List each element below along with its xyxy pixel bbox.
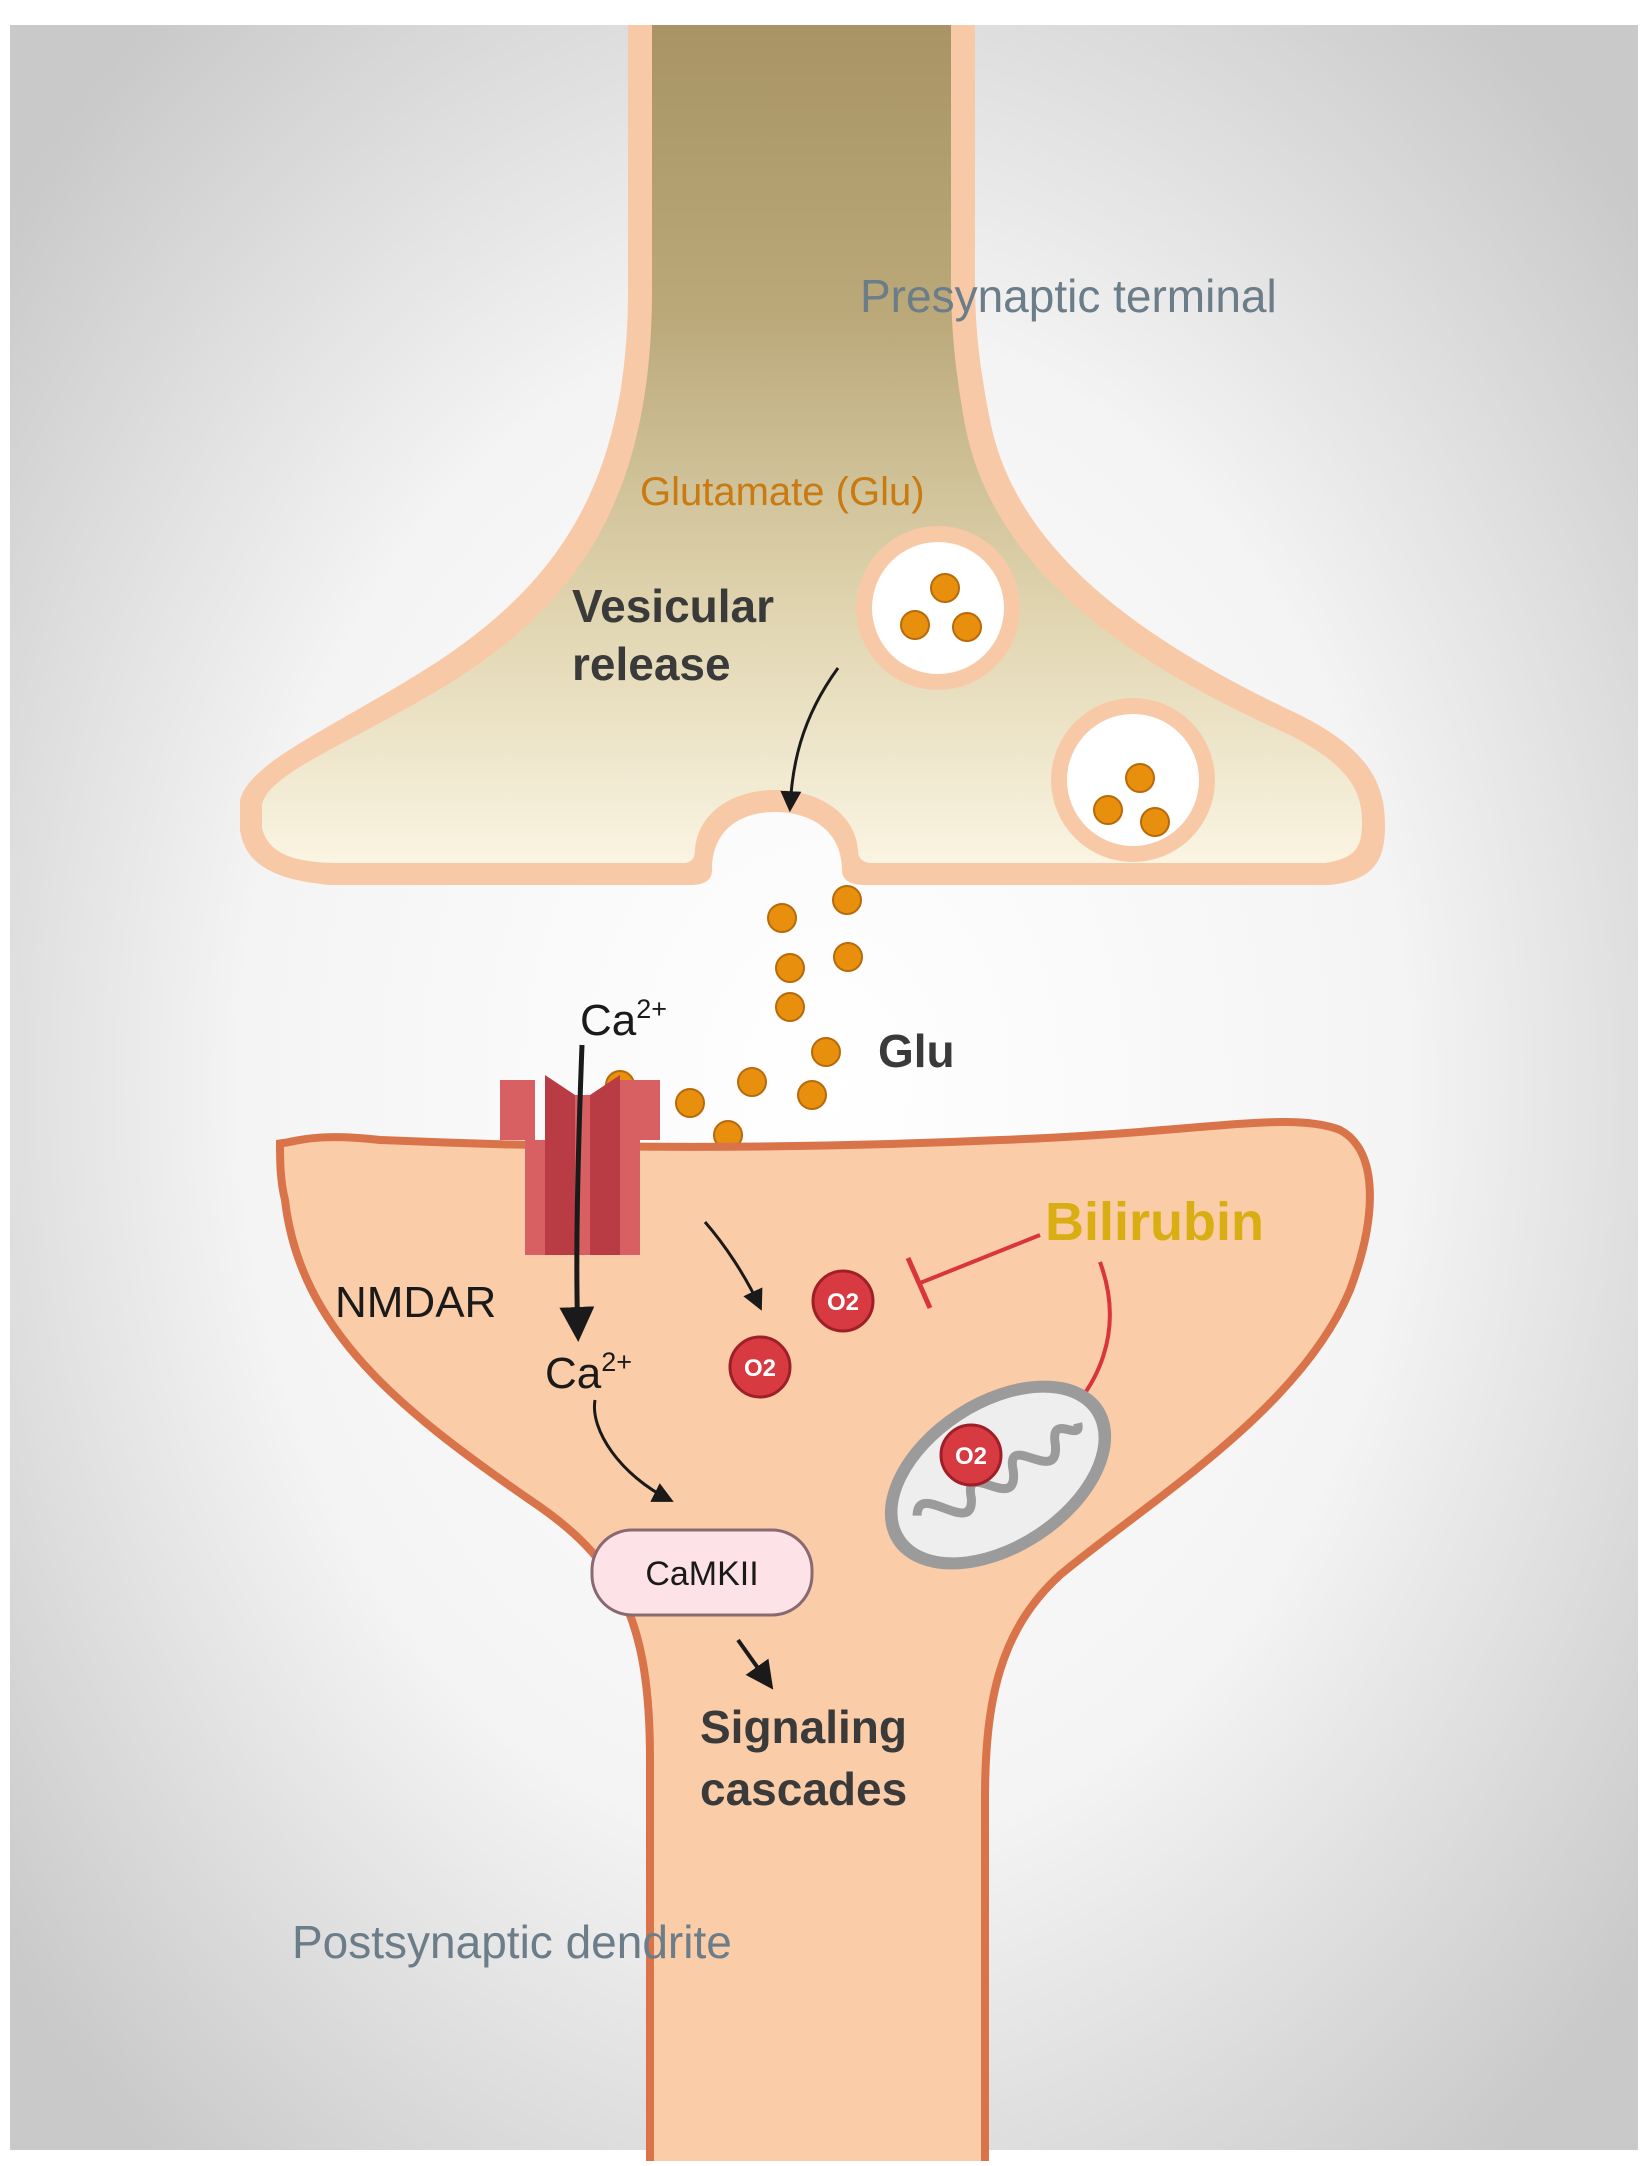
- glutamate-molecules: [605, 573, 1170, 1150]
- camkii-label: CaMKII: [645, 1555, 758, 1593]
- postsynaptic-dendrite: [276, 1118, 1374, 2166]
- svg-text:O2: O2: [955, 1443, 987, 1470]
- signaling-arrow: [736, 1638, 774, 1690]
- ca-top-label: Ca2+: [580, 994, 667, 1045]
- glutamate-molecule: [675, 1088, 705, 1118]
- vesicular-release-label: release: [572, 638, 731, 690]
- bilirubin-inhibition-ros: [905, 1233, 1041, 1310]
- bilirubin-label: Bilirubin: [1045, 1192, 1264, 1252]
- presynaptic-terminal-label: Presynaptic terminal: [860, 270, 1277, 322]
- glutamate-molecule: [952, 612, 982, 642]
- superoxide-badge: O2: [728, 1335, 792, 1399]
- glutamate-molecule: [1125, 763, 1155, 793]
- glutamate-label: Glutamate (Glu): [640, 470, 925, 514]
- glutamate-molecule: [1140, 807, 1170, 837]
- glutamate-molecule: [767, 903, 797, 933]
- glutamate-molecule: [737, 1067, 767, 1097]
- camkii-activation-arrow: [592, 1399, 674, 1502]
- ca-influx-arrow: [559, 1044, 595, 1342]
- presynaptic-terminal: [262, 25, 1362, 863]
- superoxide-badge: O2: [939, 1423, 1003, 1487]
- camkii-box: CaMKII: [590, 1528, 814, 1617]
- glu-label: Glu: [878, 1025, 955, 1077]
- postsynaptic-dendrite-label: Postsynaptic dendrite: [292, 1916, 732, 1968]
- svg-text:O2: O2: [827, 1289, 859, 1316]
- glutamate-molecule: [775, 992, 805, 1022]
- glutamate-molecule: [900, 610, 930, 640]
- nmdar-label: NMDAR: [335, 1278, 496, 1327]
- glutamate-molecule: [833, 942, 863, 972]
- signaling-cascades-label: cascades: [700, 1763, 907, 1815]
- glutamate-molecule: [797, 1080, 827, 1110]
- svg-text:O2: O2: [744, 1355, 776, 1382]
- superoxide-badge: O2: [811, 1269, 875, 1333]
- glutamate-molecule: [930, 573, 960, 603]
- vesicular-release-arrow: [780, 667, 840, 813]
- vesicle: [856, 526, 1020, 690]
- signaling-cascades-label: Signaling: [700, 1701, 907, 1753]
- vesicular-release-label: Vesicular: [572, 580, 774, 632]
- glutamate-molecule: [832, 885, 862, 915]
- glutamate-molecule: [1093, 795, 1123, 825]
- ros-generation-arrow: [703, 1221, 763, 1311]
- ca-bottom-label: Ca2+: [545, 1347, 632, 1398]
- glutamate-molecule: [811, 1037, 841, 1067]
- glutamate-molecule: [775, 953, 805, 983]
